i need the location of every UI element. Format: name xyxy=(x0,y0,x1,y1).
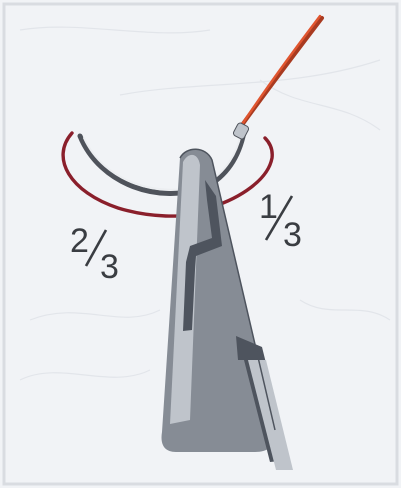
one-third-numerator: 1 xyxy=(259,188,278,226)
one-third-denominator: 3 xyxy=(283,216,302,254)
two-thirds-denominator: 3 xyxy=(100,248,119,286)
two-thirds-numerator: 2 xyxy=(70,222,89,260)
